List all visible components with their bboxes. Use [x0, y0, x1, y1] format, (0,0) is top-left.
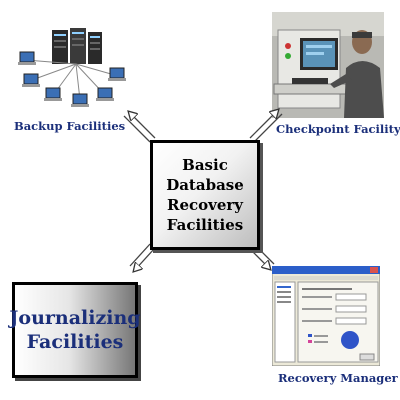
close-icon	[370, 267, 378, 273]
window-titlebar	[272, 266, 380, 274]
backup-facilities-label: Backup Facilities	[14, 119, 126, 133]
checkpoint-facility-label: Checkpoint Facility	[276, 122, 400, 136]
center-line-2: Database	[166, 176, 244, 194]
laptop-icon	[18, 51, 126, 107]
arrow-to-journalizing	[129, 243, 155, 271]
journal-line-1: Journalizing	[9, 307, 141, 329]
basic-database-recovery-box: Basic Database Recovery Facilities	[150, 140, 260, 250]
journalizing-facilities-box: Journalizing Facilities	[9, 282, 141, 378]
center-line-4: Facilities	[166, 216, 244, 234]
journal-line-2: Facilities	[26, 331, 124, 353]
server-rack-icon	[52, 28, 102, 64]
recovery-manager-label: Recovery Manager	[278, 371, 398, 385]
operator-icon	[330, 30, 384, 118]
center-line-3: Recovery	[166, 196, 244, 214]
arrow-to-backup	[123, 112, 156, 143]
center-line-1: Basic	[182, 156, 228, 174]
disk-usage-icon	[341, 331, 359, 349]
checkpoint-facility-image	[272, 12, 384, 118]
recovery-manager-window-image	[272, 266, 380, 366]
arrow-to-checkpoint	[249, 110, 283, 143]
backup-facilities-image	[18, 18, 126, 118]
